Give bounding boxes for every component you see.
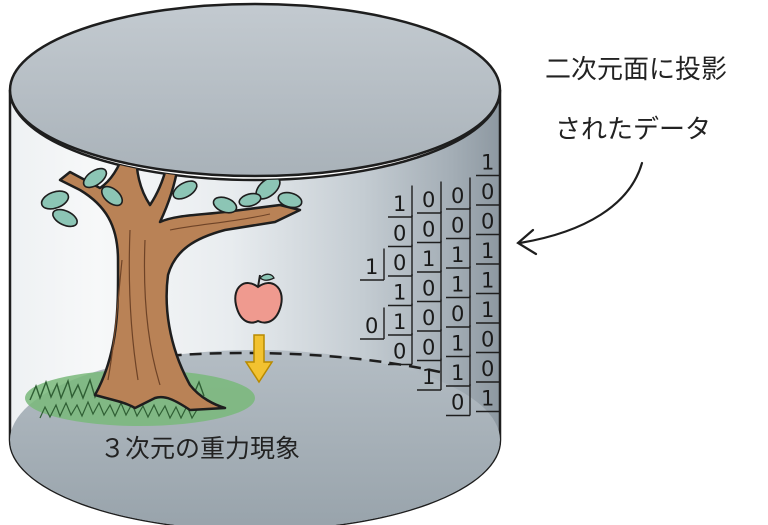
grid-digit: 1	[451, 332, 464, 356]
pointer-arrow-icon	[516, 161, 644, 256]
grid-digit: 0	[422, 306, 435, 330]
grid-digit: 1	[481, 298, 494, 322]
grid-digit: 1	[451, 361, 464, 385]
grid-digit: 1	[393, 192, 406, 216]
grid-digit: 0	[393, 340, 406, 364]
grid-digit: 1	[481, 269, 494, 293]
tree-leaves	[40, 167, 303, 228]
grid-digit: 1	[481, 239, 494, 263]
grid-digit: 0	[451, 391, 464, 415]
grid-digit: 0	[451, 302, 464, 326]
apple	[234, 273, 283, 324]
caption-line-2: されたデータ	[555, 115, 711, 145]
grid-digit: 1	[365, 255, 378, 279]
cylinder-top	[8, 2, 502, 178]
grid-digit: 1	[481, 387, 494, 411]
grid-digit: 0	[422, 277, 435, 301]
grid-digit: 0	[451, 214, 464, 238]
grid-digit: 0	[481, 357, 494, 381]
grid-digit: 0	[393, 251, 406, 275]
grid-digit: 1	[422, 365, 435, 389]
grid-digit: 1	[481, 151, 494, 175]
tree-trunk	[58, 148, 302, 412]
grid-digit: 0	[393, 222, 406, 246]
grid-digit: 0	[422, 188, 435, 212]
gravity-arrow-icon	[244, 334, 274, 384]
grid-digit: 1	[393, 310, 406, 334]
grid-digit: 0	[365, 314, 378, 338]
grid-digit: 0	[481, 328, 494, 352]
grid-digit: 1	[451, 243, 464, 267]
grid-digit: 0	[481, 210, 494, 234]
grid-digit: 1	[422, 247, 435, 271]
grid-digit: 0	[481, 180, 494, 204]
floor-label: ３次元の重力現象	[100, 434, 300, 463]
grid-digit: 1	[393, 281, 406, 305]
grid-digit: 0	[451, 184, 464, 208]
tree	[25, 114, 303, 426]
grid-digit: 0	[422, 218, 435, 242]
caption-line-1: 二次元面に投影	[545, 55, 727, 85]
grid-digit: 1	[451, 273, 464, 297]
grid-digit: 0	[422, 336, 435, 360]
